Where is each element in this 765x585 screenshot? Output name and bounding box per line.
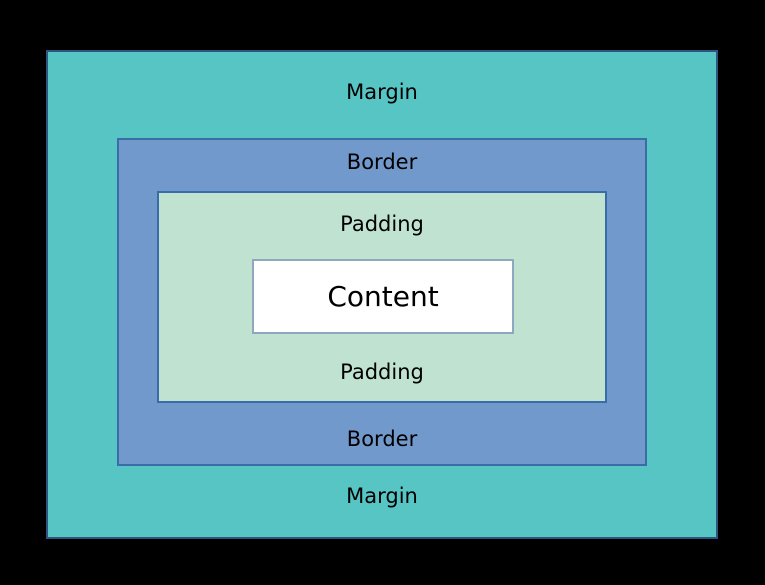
padding-label-top: Padding [340,212,424,236]
margin-label-bottom: Margin [346,484,418,508]
padding-label-bottom: Padding [340,360,424,384]
margin-label-top: Margin [346,80,418,104]
content-label: Content [327,279,439,313]
border-label-bottom: Border [346,427,418,451]
border-label-top: Border [346,150,418,174]
padding-box: Padding Content Padding [157,191,607,403]
content-box: Content [252,259,514,334]
border-box: Border Padding Content Padding Border [117,138,647,466]
margin-box: Margin Border Padding Content Padding Bo… [46,50,718,539]
